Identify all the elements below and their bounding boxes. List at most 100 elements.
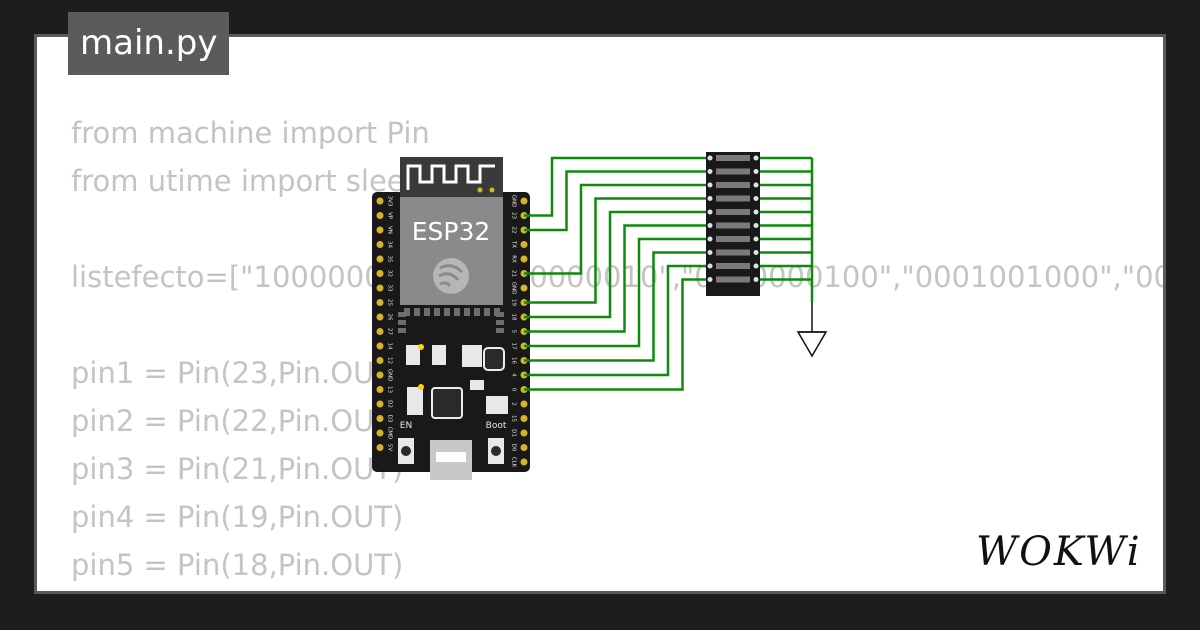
wire[interactable] bbox=[524, 278, 710, 391]
smd-component bbox=[406, 345, 420, 365]
regulator-chip bbox=[462, 345, 482, 367]
led-segment bbox=[716, 168, 750, 175]
code-line: pin1 = Pin(23,Pin.OUT) bbox=[71, 356, 404, 390]
pin-label: 5V bbox=[387, 444, 393, 451]
pin-dot[interactable] bbox=[376, 386, 384, 393]
wire-bundle bbox=[524, 156, 814, 391]
pin-label: 2 bbox=[511, 402, 517, 406]
espressif-logo-icon bbox=[433, 258, 469, 294]
pin-dot[interactable] bbox=[376, 313, 384, 321]
pin-label: VP bbox=[387, 212, 393, 220]
pin-label: 27 bbox=[387, 328, 393, 335]
pin-dot[interactable] bbox=[376, 342, 384, 350]
button-icon bbox=[491, 446, 501, 456]
wire[interactable] bbox=[524, 183, 710, 275]
led-segment bbox=[716, 222, 750, 229]
pin-dot[interactable] bbox=[376, 444, 384, 451]
led-bar-graph[interactable] bbox=[706, 152, 760, 296]
pin-label: 5 bbox=[511, 330, 517, 334]
pin-label: 34 bbox=[387, 241, 393, 248]
pin-dot[interactable] bbox=[520, 429, 528, 437]
pin-dot[interactable] bbox=[376, 357, 384, 364]
pin-label: 0 bbox=[511, 388, 517, 392]
pin-label: 12 bbox=[387, 357, 393, 364]
pin-dot[interactable] bbox=[520, 255, 528, 263]
led-segment bbox=[716, 195, 750, 202]
pin-label: 25 bbox=[387, 299, 393, 306]
pin-dot[interactable] bbox=[376, 212, 384, 219]
pin-dot[interactable] bbox=[376, 226, 384, 234]
esp32-board[interactable]: ESP32 EN Boot 3V3VPVN343532332526271412G… bbox=[372, 157, 530, 480]
smd-component bbox=[486, 396, 508, 414]
pin-dot[interactable] bbox=[376, 270, 384, 277]
pin-dot[interactable] bbox=[376, 415, 384, 422]
pin-dot[interactable] bbox=[520, 197, 528, 205]
wire[interactable] bbox=[524, 170, 710, 232]
wire[interactable] bbox=[524, 210, 710, 319]
wire[interactable] bbox=[524, 237, 710, 348]
led-segments bbox=[707, 155, 759, 283]
pin-label: GND bbox=[387, 369, 393, 382]
led-segment bbox=[716, 209, 750, 215]
pin-dot[interactable] bbox=[376, 429, 384, 437]
pin-dot[interactable] bbox=[376, 284, 384, 292]
pin-label: 17 bbox=[511, 343, 517, 350]
button-icon bbox=[401, 446, 411, 456]
pin-label: 21 bbox=[511, 270, 517, 277]
pin-label: 16 bbox=[511, 357, 517, 364]
led-segment bbox=[716, 236, 750, 242]
code-line: pin4 = Pin(19,Pin.OUT) bbox=[71, 500, 404, 534]
pin-label: GND bbox=[511, 282, 517, 295]
file-tab[interactable]: main.py bbox=[68, 12, 230, 75]
pin-dot[interactable] bbox=[520, 444, 528, 451]
pin-dot[interactable] bbox=[376, 400, 384, 408]
pin-dot[interactable] bbox=[376, 371, 384, 379]
led-segment bbox=[716, 263, 750, 269]
pin-dot[interactable] bbox=[376, 255, 384, 263]
pin-dot[interactable] bbox=[520, 284, 528, 292]
chip-label: ESP32 bbox=[412, 217, 491, 246]
smd-component bbox=[407, 387, 423, 415]
pin-label: 33 bbox=[387, 285, 393, 292]
pin-label: 4 bbox=[511, 373, 517, 377]
wire[interactable] bbox=[524, 224, 710, 333]
pin-label: 35 bbox=[387, 256, 393, 263]
pin-label: 32 bbox=[387, 270, 393, 277]
wire[interactable] bbox=[524, 251, 710, 362]
led-segment bbox=[716, 155, 750, 161]
code-line: pin3 = Pin(21,Pin.OUT) bbox=[71, 452, 404, 486]
pin-label: GND bbox=[511, 195, 517, 208]
wire[interactable] bbox=[524, 264, 710, 377]
pin-label: D2 bbox=[387, 400, 393, 408]
pin-label: 26 bbox=[387, 314, 393, 321]
pin-label: CLK bbox=[511, 457, 517, 468]
usb-uart-chip bbox=[431, 387, 463, 419]
led-segment bbox=[716, 182, 750, 188]
pin-dot[interactable] bbox=[376, 299, 384, 306]
pin-dot[interactable] bbox=[520, 400, 528, 408]
led-segment bbox=[716, 276, 750, 283]
pin-dot[interactable] bbox=[520, 415, 528, 422]
pin-label: CMD bbox=[387, 427, 393, 440]
pin-dot[interactable] bbox=[376, 328, 384, 335]
code-line: from machine import Pin bbox=[71, 116, 430, 150]
pin-label: TX bbox=[511, 240, 517, 248]
pin-dot[interactable] bbox=[376, 197, 384, 205]
wire[interactable] bbox=[524, 156, 710, 217]
wire[interactable] bbox=[524, 197, 710, 304]
pin-label: 18 bbox=[511, 314, 517, 321]
pin-dot[interactable] bbox=[376, 241, 384, 248]
pin-dot[interactable] bbox=[520, 458, 528, 466]
smd-component bbox=[470, 380, 484, 390]
pin-label: VN bbox=[387, 226, 393, 234]
pin-label: 19 bbox=[511, 299, 517, 306]
antenna-module bbox=[400, 157, 503, 197]
smd-component bbox=[483, 347, 505, 371]
pin-dot[interactable] bbox=[520, 241, 528, 248]
code-line: pin5 = Pin(18,Pin.OUT) bbox=[71, 548, 404, 582]
